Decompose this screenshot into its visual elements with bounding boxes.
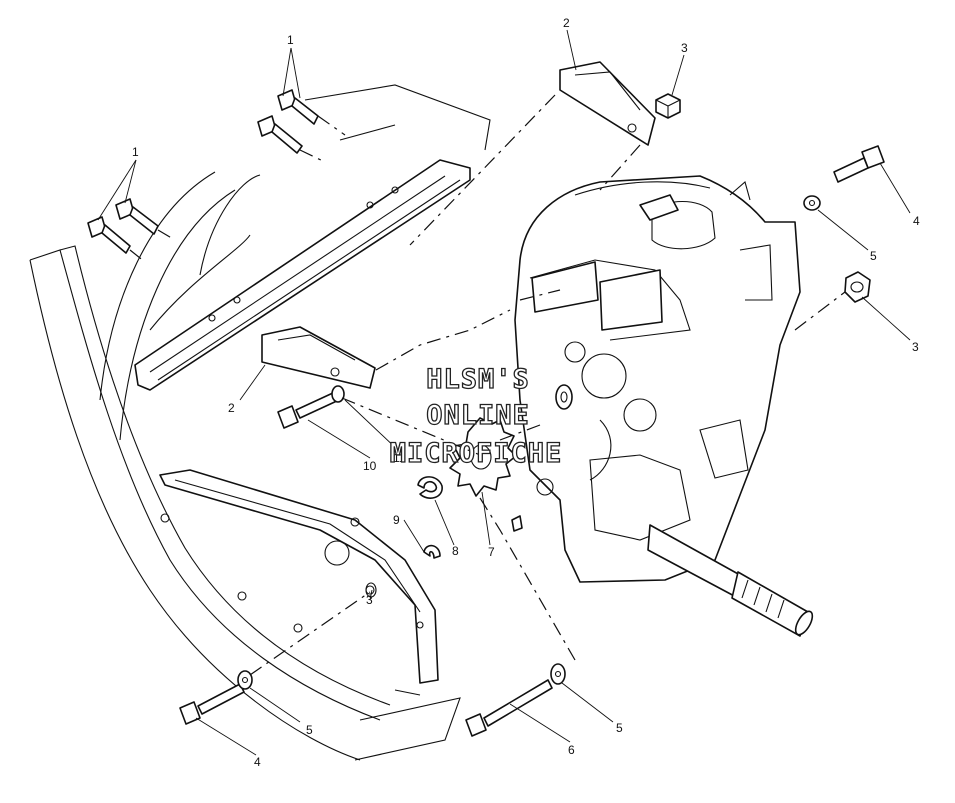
callout-11: 11 [393, 451, 406, 465]
support-rail [134, 159, 471, 391]
callout-9: 9 [393, 513, 400, 527]
bolt-6 [465, 679, 553, 737]
callout-6: 6 [568, 743, 575, 757]
transmission-housing [514, 175, 801, 583]
nut-3-top [655, 93, 681, 119]
callout-labels: 1 1 2 3 4 5 3 2 10 11 9 8 7 3 5 4 5 6 [132, 16, 920, 769]
washer-5-bottom-left [237, 670, 253, 690]
callout-5-right: 5 [870, 249, 877, 263]
callout-8: 8 [452, 544, 459, 558]
callout-5-bottom-left: 5 [306, 723, 313, 737]
bolt-1-top-b [257, 115, 303, 154]
callout-1-left: 1 [132, 145, 139, 159]
watermark: HLSM'S ONLINE MICROFICHE [389, 363, 563, 469]
bolt-10 [277, 385, 345, 429]
output-shaft [647, 524, 814, 637]
retaining-ring-8 [417, 476, 443, 499]
nut-3-right [844, 271, 871, 303]
callout-2-left: 2 [228, 401, 235, 415]
mounting-plate [159, 469, 439, 684]
leader-lines [97, 29, 911, 756]
watermark-line-2: ONLINE [426, 400, 530, 431]
bolt-4-right [833, 145, 885, 183]
callout-10: 10 [363, 459, 377, 473]
callout-4-bottom-left: 4 [254, 755, 261, 769]
clip-9 [423, 544, 441, 559]
watermark-line-1: HLSM'S [426, 364, 530, 395]
callout-3-plate: 3 [366, 593, 373, 607]
washer-5-right [803, 195, 821, 211]
frame-assembly [29, 84, 491, 761]
bolt-1-top-a [277, 89, 319, 125]
assembly-lines [129, 94, 846, 676]
spacer-small [511, 515, 523, 532]
gear-hub [555, 384, 573, 410]
watermark-line-3: MICROFICHE [390, 438, 563, 469]
callout-7: 7 [488, 545, 495, 559]
bracket-left [261, 326, 376, 389]
callout-5-bottom-right: 5 [616, 721, 623, 735]
bolt-1-left-a [115, 198, 159, 235]
callout-1-top: 1 [287, 33, 294, 47]
callout-3-top: 3 [681, 41, 688, 55]
bolt-4-bottom-left [179, 683, 245, 725]
callout-3-right: 3 [912, 340, 919, 354]
bolt-1-left-b [87, 216, 131, 254]
callout-2-top: 2 [563, 16, 570, 30]
callout-4-right: 4 [913, 214, 920, 228]
bracket-top [559, 61, 656, 146]
washer-5-bottom-right [550, 663, 566, 685]
sprocket-7 [449, 417, 517, 497]
